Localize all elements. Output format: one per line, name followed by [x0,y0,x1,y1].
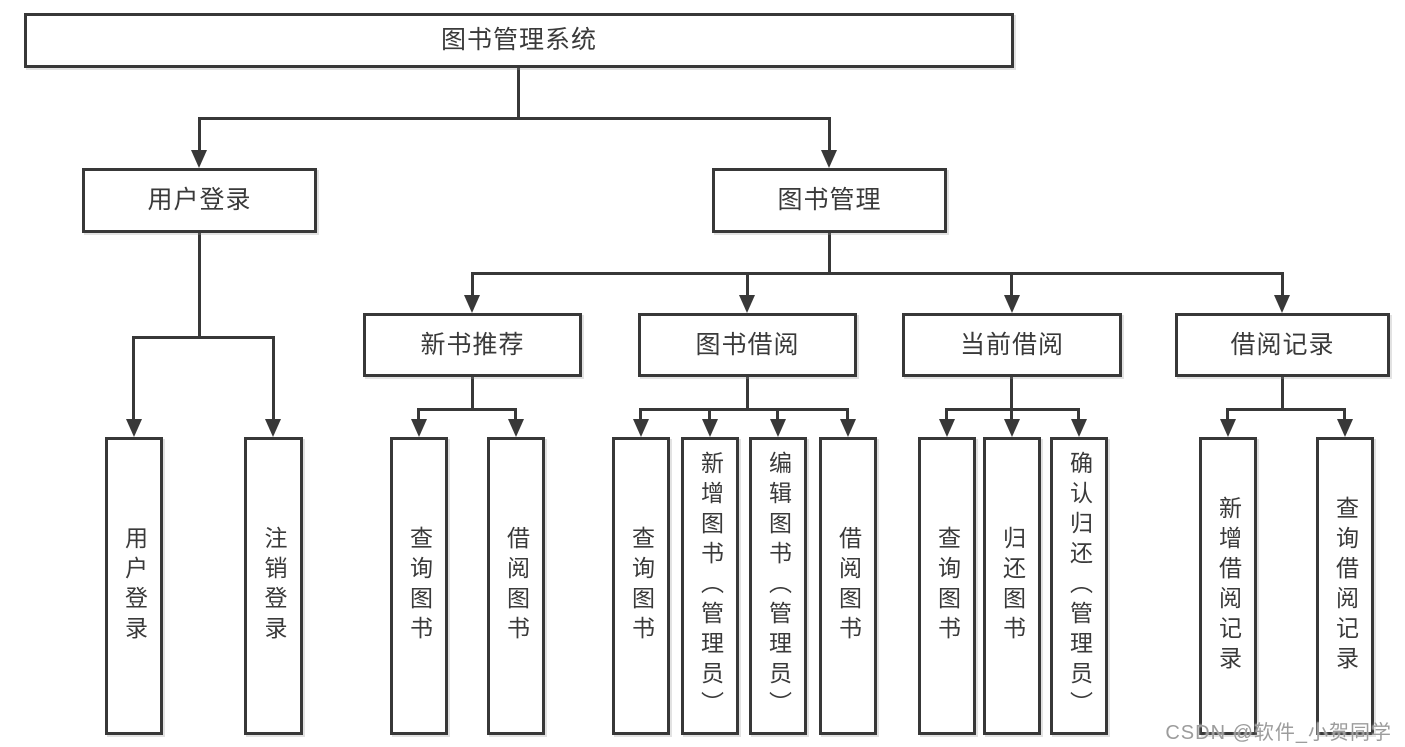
leaf-recommend-borrow-books: 借阅图书 [487,437,545,735]
arrowhead-icon [1337,419,1353,437]
connector-line [198,117,201,152]
connector-line [945,408,948,421]
connector-line [417,408,420,421]
connector-line [708,408,711,421]
leaf-return-books: 归还图书 [983,437,1041,735]
connector-line [514,408,517,421]
connector-line [198,117,831,120]
connector-line [1281,272,1284,297]
leaf-recommend-query-books: 查询图书 [390,437,448,735]
connector-line [746,377,749,411]
connector-line [471,272,1284,275]
connector-line [471,377,474,411]
connector-line [1226,408,1346,411]
arrowhead-icon [126,419,142,437]
connector-line [272,336,275,421]
connector-line [1010,408,1013,421]
arrowhead-icon [265,419,281,437]
connector-line [828,233,831,275]
leaf-add-books-admin: 新增图书（管理员） [681,437,739,735]
leaf-logout: 注销登录 [244,437,303,735]
leaf-add-borrow-record: 新增借阅记录 [1199,437,1257,735]
connector-line [828,117,831,152]
connector-line [639,408,642,421]
leaf-edit-books-admin: 编辑图书（管理员） [749,437,807,735]
connector-line [471,272,474,297]
connector-line [776,408,779,421]
node-current-borrow: 当前借阅 [902,313,1122,377]
arrowhead-icon [821,150,837,168]
watermark: CSDN @软件_小贺同学 [1165,722,1392,744]
arrowhead-icon [1071,419,1087,437]
connector-line [132,336,275,339]
arrowhead-icon [1004,419,1020,437]
leaf-borrow-query-books: 查询图书 [612,437,670,735]
arrowhead-icon [1274,295,1290,313]
connector-line [132,336,135,421]
arrowhead-icon [191,150,207,168]
arrowhead-icon [411,419,427,437]
connector-line [517,68,520,120]
leaf-borrow-books: 借阅图书 [819,437,877,735]
arrowhead-icon [1004,295,1020,313]
node-root: 图书管理系统 [24,13,1014,68]
connector-line [1010,377,1013,411]
connector-line [1281,377,1284,411]
connector-line [746,272,749,297]
arrowhead-icon [939,419,955,437]
connector-line [1010,272,1013,297]
node-book-management: 图书管理 [712,168,947,233]
arrowhead-icon [840,419,856,437]
leaf-query-borrow-record: 查询借阅记录 [1316,437,1374,735]
connector-line [417,408,517,411]
connector-line [1343,408,1346,421]
leaf-confirm-return-admin: 确认归还（管理员） [1050,437,1108,735]
leaf-current-query-books: 查询图书 [918,437,976,735]
node-borrow-records: 借阅记录 [1175,313,1390,377]
arrowhead-icon [464,295,480,313]
connector-line [198,233,201,339]
arrowhead-icon [508,419,524,437]
connector-line [1077,408,1080,421]
leaf-user-login: 用户登录 [105,437,163,735]
arrowhead-icon [770,419,786,437]
connector-line [846,408,849,421]
arrowhead-icon [1220,419,1236,437]
connector-line [1226,408,1229,421]
node-book-borrow: 图书借阅 [638,313,857,377]
arrowhead-icon [633,419,649,437]
connector-line [639,408,849,411]
arrowhead-icon [702,419,718,437]
node-user-login-group: 用户登录 [82,168,317,233]
arrowhead-icon [739,295,755,313]
node-new-book-recommend: 新书推荐 [363,313,582,377]
